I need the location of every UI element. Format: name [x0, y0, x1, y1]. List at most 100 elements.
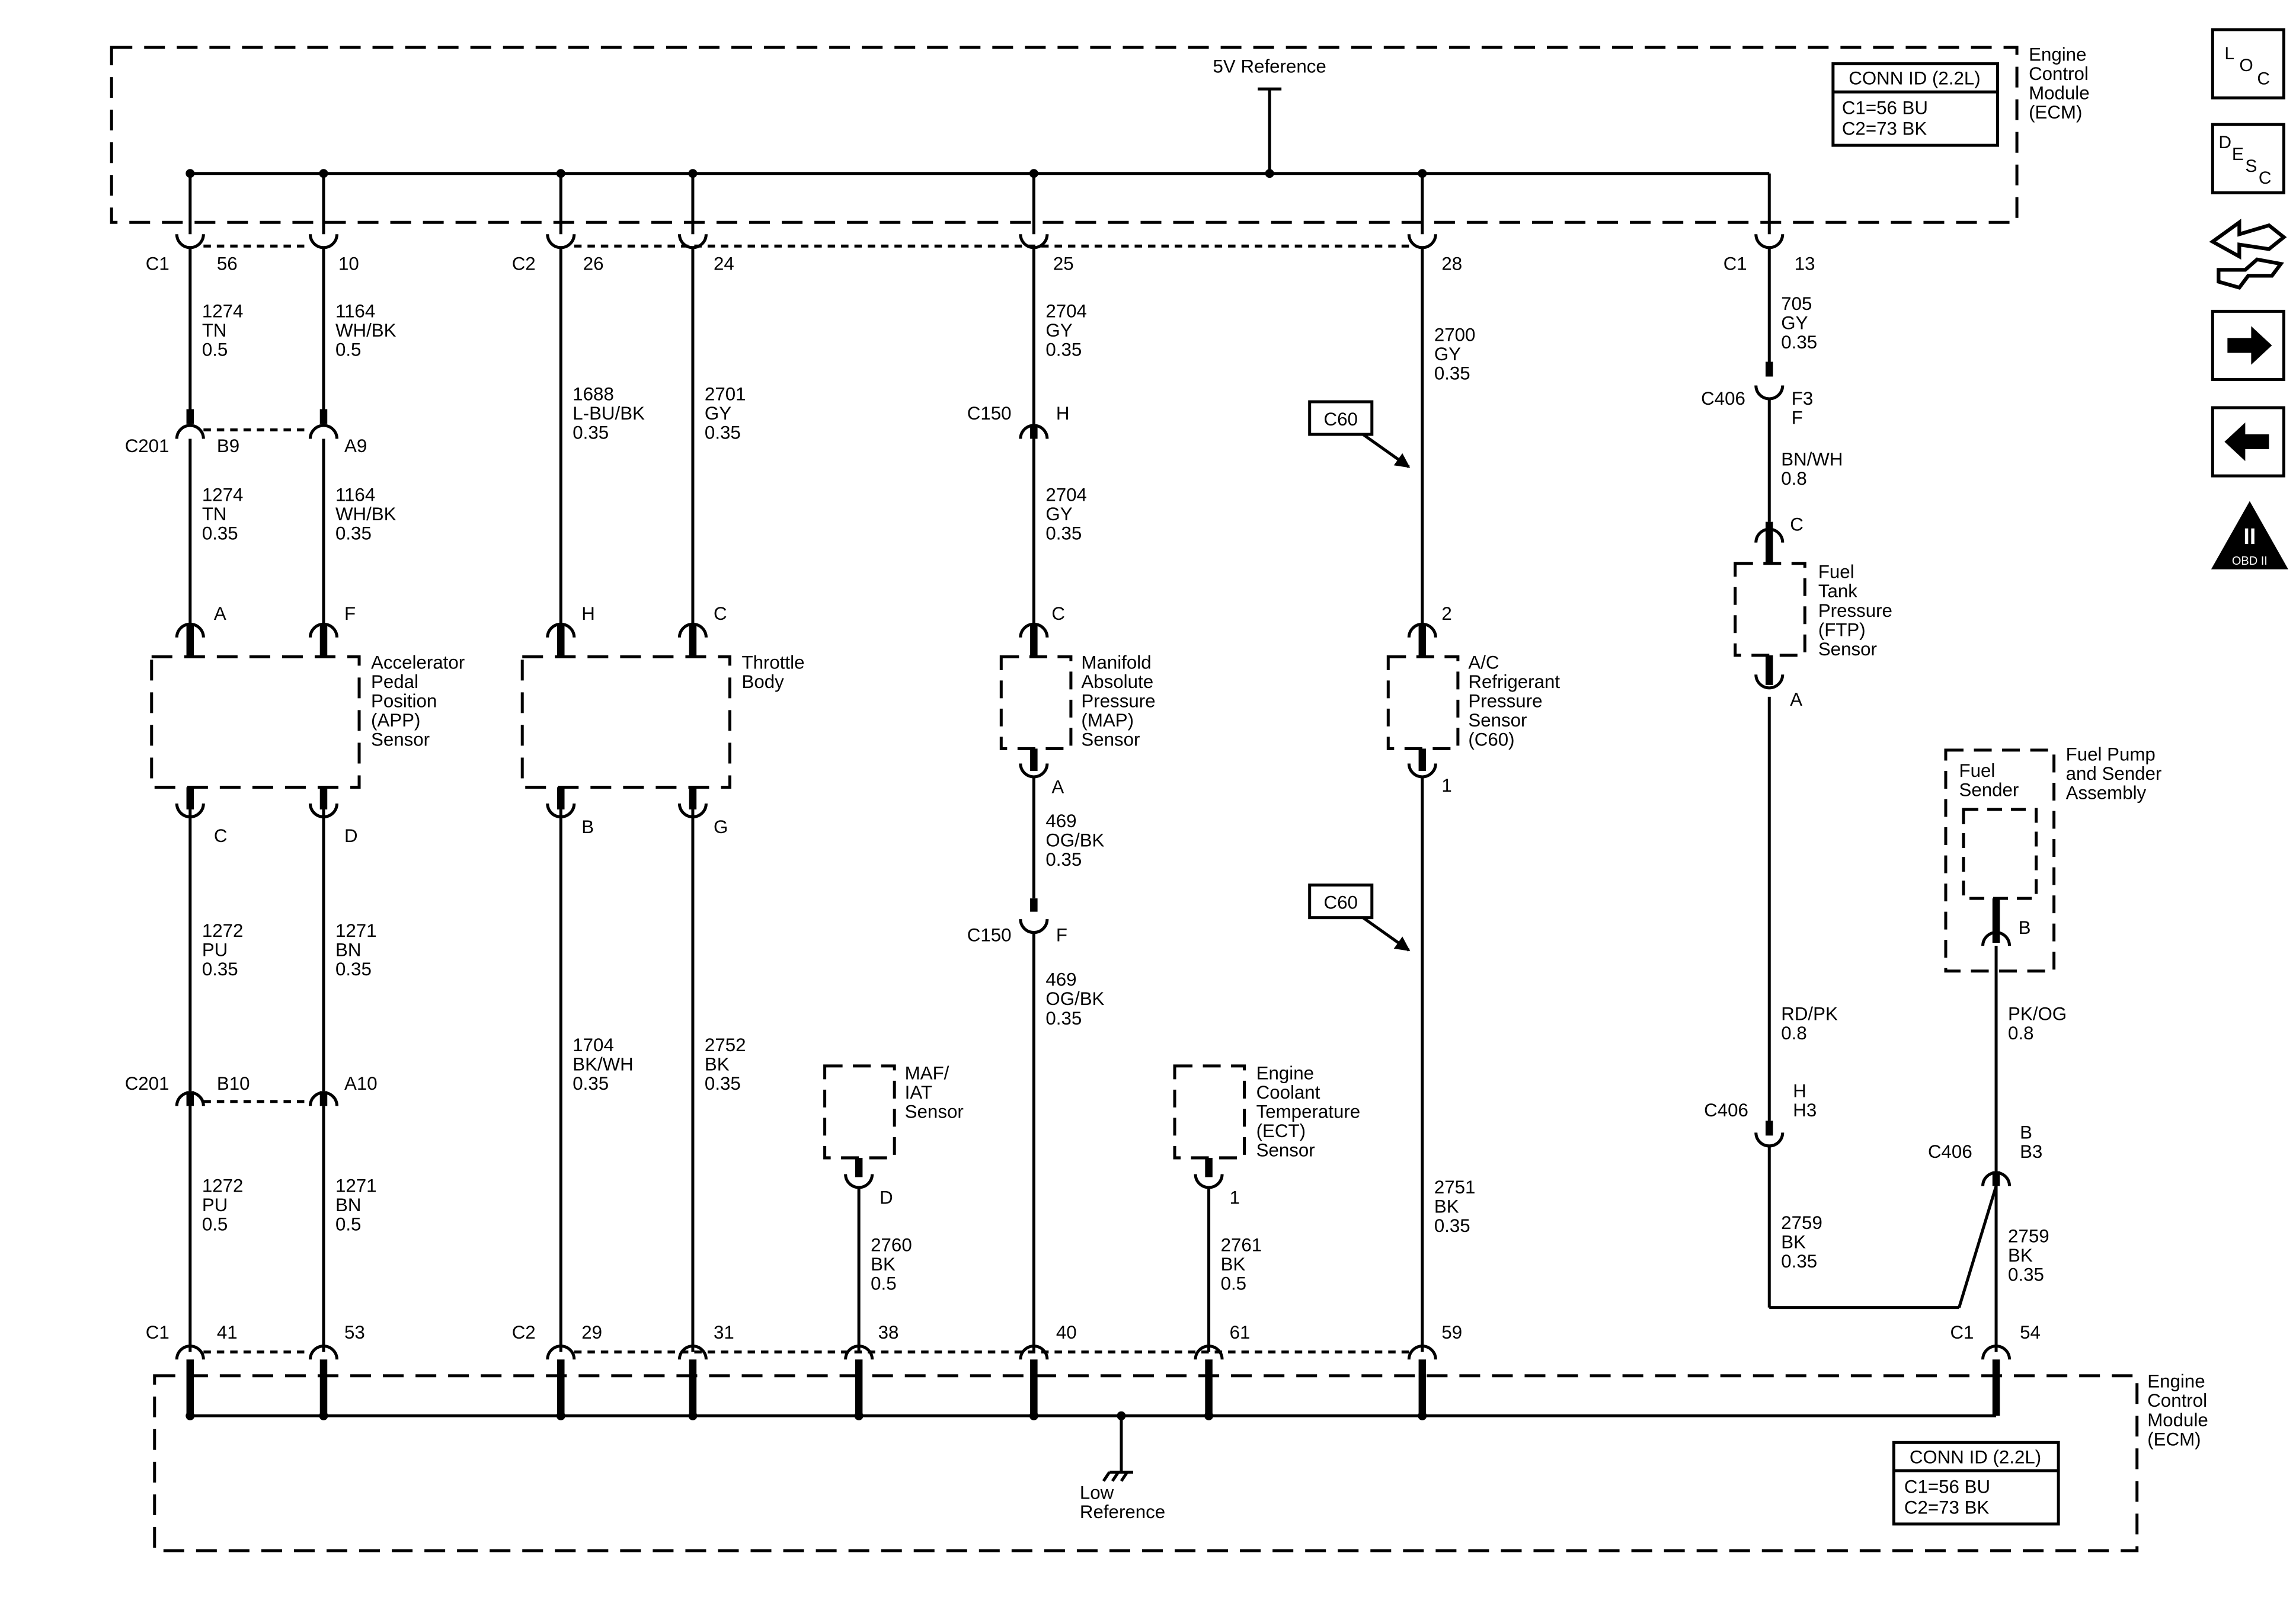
bottom-connector-sockets	[175, 1345, 2012, 1360]
ground-symbol	[1102, 1416, 1133, 1482]
c201-connector-b	[175, 1091, 338, 1106]
pin-38: 38	[878, 1322, 899, 1343]
pin-24: 24	[714, 253, 734, 274]
c60-tag-boxes	[1308, 400, 1411, 952]
app-pin-d: D	[344, 825, 358, 846]
pin-b10: B10	[217, 1073, 250, 1094]
obd-ii-icon[interactable]: II OBD II	[2211, 501, 2288, 569]
throttle-circuit-wires	[559, 247, 695, 1352]
c150-pin-f: F	[1056, 925, 1067, 946]
svg-text:S: S	[2245, 156, 2257, 176]
throttle-pin-g: G	[714, 817, 728, 837]
ect-pin-1: 1	[1230, 1187, 1240, 1208]
pin-31: 31	[714, 1322, 734, 1343]
conn-id-box-bottom	[1892, 1441, 2060, 1526]
pin-a9: A9	[344, 436, 367, 456]
svg-text:OBD II: OBD II	[2232, 555, 2268, 568]
svg-text:O: O	[2239, 56, 2253, 75]
conn-id-box-top	[1831, 62, 2000, 147]
pin-25: 25	[1053, 253, 1074, 274]
top-drops	[188, 173, 1771, 235]
svg-text:C: C	[2259, 168, 2272, 188]
c1-bottom-label: C1	[146, 1322, 170, 1343]
throttle-pin-b: B	[581, 817, 594, 837]
c406-label-middle: C406	[1704, 1100, 1748, 1121]
app-sensor-box	[150, 622, 361, 819]
back-arrow-icon[interactable]	[2211, 406, 2285, 478]
forward-arrow-icon[interactable]	[2211, 309, 2285, 381]
pin-40: 40	[1056, 1322, 1077, 1343]
ecm-top-title: Engine Control Module (ECM)	[2029, 44, 2094, 123]
pin-26: 26	[583, 253, 604, 274]
wrench-schematic-icon[interactable]	[2209, 219, 2287, 290]
loc-icon[interactable]: L O C	[2211, 28, 2285, 100]
c60-tag-top: C60	[1324, 409, 1358, 430]
pin-10: 10	[338, 253, 359, 274]
map-pin-c: C	[1051, 603, 1065, 624]
throttle-pin-h: H	[581, 603, 595, 624]
svg-text:II: II	[2243, 524, 2256, 549]
c2-top-label: C2	[512, 253, 536, 274]
c2-bottom-label: C2	[512, 1322, 536, 1343]
ftp-sensor-box	[1734, 521, 1806, 690]
pin-59: 59	[1441, 1322, 1462, 1343]
c150-pin-h: H	[1056, 403, 1070, 424]
five-volt-reference-label: 5V Reference	[1213, 56, 1326, 77]
app-pin-c: C	[214, 825, 228, 846]
ftp-pin-c: C	[1790, 514, 1803, 535]
pin-41: 41	[217, 1322, 238, 1343]
pin-b9: B9	[217, 436, 239, 456]
pin-28: 28	[1441, 253, 1462, 274]
ecm-bottom-box	[153, 1374, 2139, 1553]
ac-pin-1: 1	[1441, 775, 1451, 796]
ect-sensor-box	[1173, 1064, 1246, 1352]
maf-sensor-box	[823, 1064, 896, 1352]
pin-a10: A10	[344, 1073, 378, 1094]
svg-text:L: L	[2224, 44, 2234, 63]
pin-53: 53	[344, 1322, 365, 1343]
ftp-circuit-wires	[1754, 247, 1998, 1310]
app-pin-a: A	[214, 603, 226, 624]
fuel-sender-pin-b: B	[2019, 917, 2031, 938]
c201-label-bottom: C201	[125, 1073, 170, 1094]
conn-id-bottom-line-2: C2=73 BK	[1904, 1497, 1990, 1518]
svg-text:E: E	[2232, 145, 2244, 164]
app-pin-f: F	[344, 603, 356, 624]
pin-13: 13	[1795, 253, 1815, 274]
junction-dots	[186, 169, 1427, 1420]
ac-sensor-box	[1386, 622, 1460, 779]
map-pin-a: A	[1051, 776, 1064, 797]
map-circuit-wires	[1019, 247, 1049, 1352]
c406-label-top: C406	[1701, 388, 1745, 409]
c150-label-bottom: C150	[967, 925, 1012, 946]
throttle-body-box	[520, 622, 731, 819]
c201-label-top: C201	[125, 436, 170, 456]
desc-icon[interactable]: D E S C	[2211, 123, 2285, 194]
pin-54: 54	[2020, 1322, 2041, 1343]
